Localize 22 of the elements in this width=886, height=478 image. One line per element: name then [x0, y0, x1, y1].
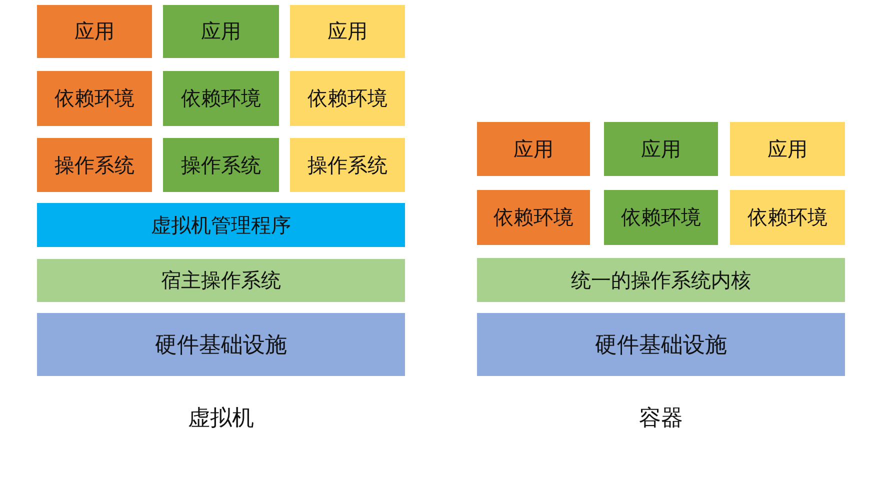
app-block: 应用 — [604, 122, 718, 176]
os-block: 操作系统 — [37, 138, 152, 192]
app-block: 应用 — [730, 122, 845, 176]
dependency-block: 依赖环境 — [163, 71, 279, 126]
dependency-block: 依赖环境 — [37, 71, 152, 126]
os-block: 操作系统 — [290, 138, 405, 192]
dependency-block: 依赖环境 — [477, 190, 590, 245]
hardware-layer: 硬件基础设施 — [37, 313, 405, 376]
caption: 虚拟机 — [188, 405, 254, 433]
app-block: 应用 — [37, 5, 152, 58]
dependency-block: 依赖环境 — [290, 71, 405, 126]
dependency-block: 依赖环境 — [604, 190, 718, 245]
app-block: 应用 — [477, 122, 590, 176]
os-block: 操作系统 — [163, 138, 279, 192]
app-block: 应用 — [290, 5, 405, 58]
hardware-layer: 硬件基础设施 — [477, 313, 845, 376]
app-block: 应用 — [163, 5, 279, 58]
hypervisor-layer: 虚拟机管理程序 — [37, 203, 405, 247]
os-layer: 统一的操作系统内核 — [477, 258, 845, 302]
os-layer: 宿主操作系统 — [37, 259, 405, 302]
dependency-block: 依赖环境 — [730, 190, 845, 245]
caption: 容器 — [639, 405, 683, 433]
